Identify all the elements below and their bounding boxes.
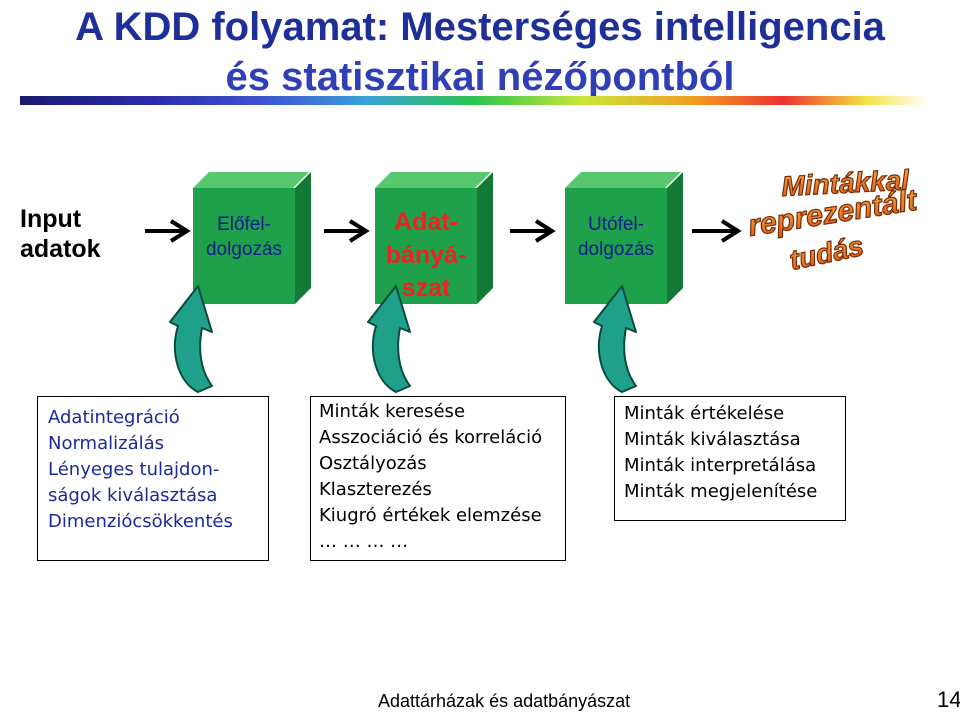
stage-label-line: dolgozás: [205, 239, 283, 260]
arrow-right-icon: [324, 219, 370, 243]
stage-label-line: Utófel-: [588, 214, 644, 235]
stage-box-postprocessing: Utófel- dolgozás: [565, 172, 683, 304]
curved-arrow-up-icon: [367, 285, 411, 393]
data-mining-tasks-panel: Minták keresése Asszociáció és korreláci…: [310, 396, 566, 561]
stage-box-preprocessing: Előfel- dolgozás: [193, 172, 311, 304]
panel-line: ságok kiválasztása: [48, 485, 218, 506]
arrow-right-icon: [145, 219, 191, 243]
result-line-3: tudás: [787, 230, 867, 276]
input-label-line-2: adatok: [20, 235, 101, 263]
stage-label-line: Előfel-: [217, 214, 271, 235]
stage-box-data-mining: Adat- bányá- szat: [375, 172, 493, 304]
panel-line: Kiugró értékek elemzése: [319, 505, 542, 526]
panel-line: Asszociáció és korreláció: [319, 427, 543, 448]
result-knowledge-wordart: Mintákkal reprezentált tudás: [746, 166, 922, 276]
panel-line: … … … …: [319, 531, 409, 552]
preprocessing-tasks-panel: Adatintegráció Normalizálás Lényeges tul…: [37, 396, 269, 561]
stage-label-line: dolgozás: [577, 239, 655, 260]
panel-line: Klaszterezés: [319, 479, 432, 500]
input-data-label: Input adatok: [20, 204, 101, 264]
arrow-right-icon: [510, 219, 556, 243]
panel-line: Minták értékelése: [624, 403, 785, 424]
panel-line: Minták kiválasztása: [624, 429, 801, 450]
panel-line: Adatintegráció: [48, 407, 180, 428]
panel-line: Osztályozás: [319, 453, 427, 474]
stage-label-line: Adat-: [394, 208, 458, 236]
postprocessing-tasks-panel: Minták értékelése Minták kiválasztása Mi…: [614, 396, 846, 521]
arrow-right-icon: [692, 219, 742, 243]
slide-title-line-1: A KDD folyamat: Mesterséges intelligenci…: [75, 5, 885, 49]
curved-arrow-up-icon: [593, 285, 637, 393]
result-line-1: Mintákkal: [781, 166, 911, 202]
footer-text: Adattárházak és adatbányászat: [378, 691, 631, 711]
page-number: 14: [937, 687, 960, 712]
panel-line: Minták megjelenítése: [624, 481, 818, 502]
stage-label-line: szat: [401, 274, 451, 302]
slide-title-line-2: és statisztikai nézőpontból: [225, 55, 735, 99]
curved-arrow-up-icon: [169, 285, 213, 393]
panel-line: Minták keresése: [319, 401, 466, 422]
panel-line: Dimenziócsökkentés: [48, 511, 233, 532]
stage-label-line: bányá-: [385, 241, 467, 269]
title-underline-bar: [20, 96, 928, 105]
panel-line: Lényeges tulajdon-: [48, 459, 220, 480]
panel-line: Normalizálás: [48, 433, 165, 454]
input-label-line-1: Input: [20, 205, 82, 233]
panel-line: Minták interpretálása: [624, 455, 817, 476]
